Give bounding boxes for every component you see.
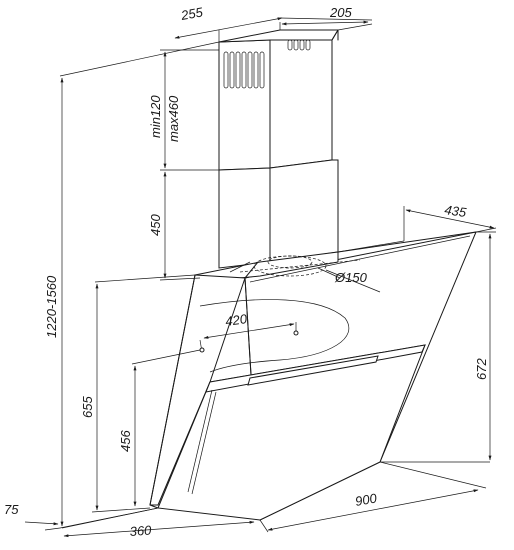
dim-chimney-depth: 205 (329, 5, 352, 20)
dim-panel-height: 456 (118, 430, 133, 452)
air-outlet (229, 255, 361, 279)
dim-total-height: 1220-1560 (44, 275, 59, 338)
dim-chimney-width: 255 (179, 4, 205, 23)
dim-outlet-diameter: Ø150 (334, 270, 368, 285)
dim-wall-gap: 75 (4, 502, 19, 517)
dim-body-height: 655 (80, 396, 95, 418)
chimney-upper (218, 29, 339, 171)
dim-chimney-lower: 450 (148, 214, 163, 236)
dim-glass-height: 672 (474, 358, 489, 380)
dim-base-depth: 360 (129, 522, 152, 539)
dim-chimney-max: max460 (166, 95, 181, 142)
dim-width: 900 (354, 490, 379, 509)
chimney-lower (218, 159, 339, 269)
dimension-labels: 255 205 min120 max460 450 1220-1560 435 … (4, 4, 489, 539)
vent-slots-icon (223, 39, 311, 89)
glass-sweep-outline (199, 299, 350, 373)
dim-chimney-min: min120 (148, 95, 163, 138)
dimension-lines (24, 17, 497, 538)
dim-handle-spacing: 420 (224, 311, 248, 329)
dim-glass-depth: 435 (444, 202, 468, 220)
